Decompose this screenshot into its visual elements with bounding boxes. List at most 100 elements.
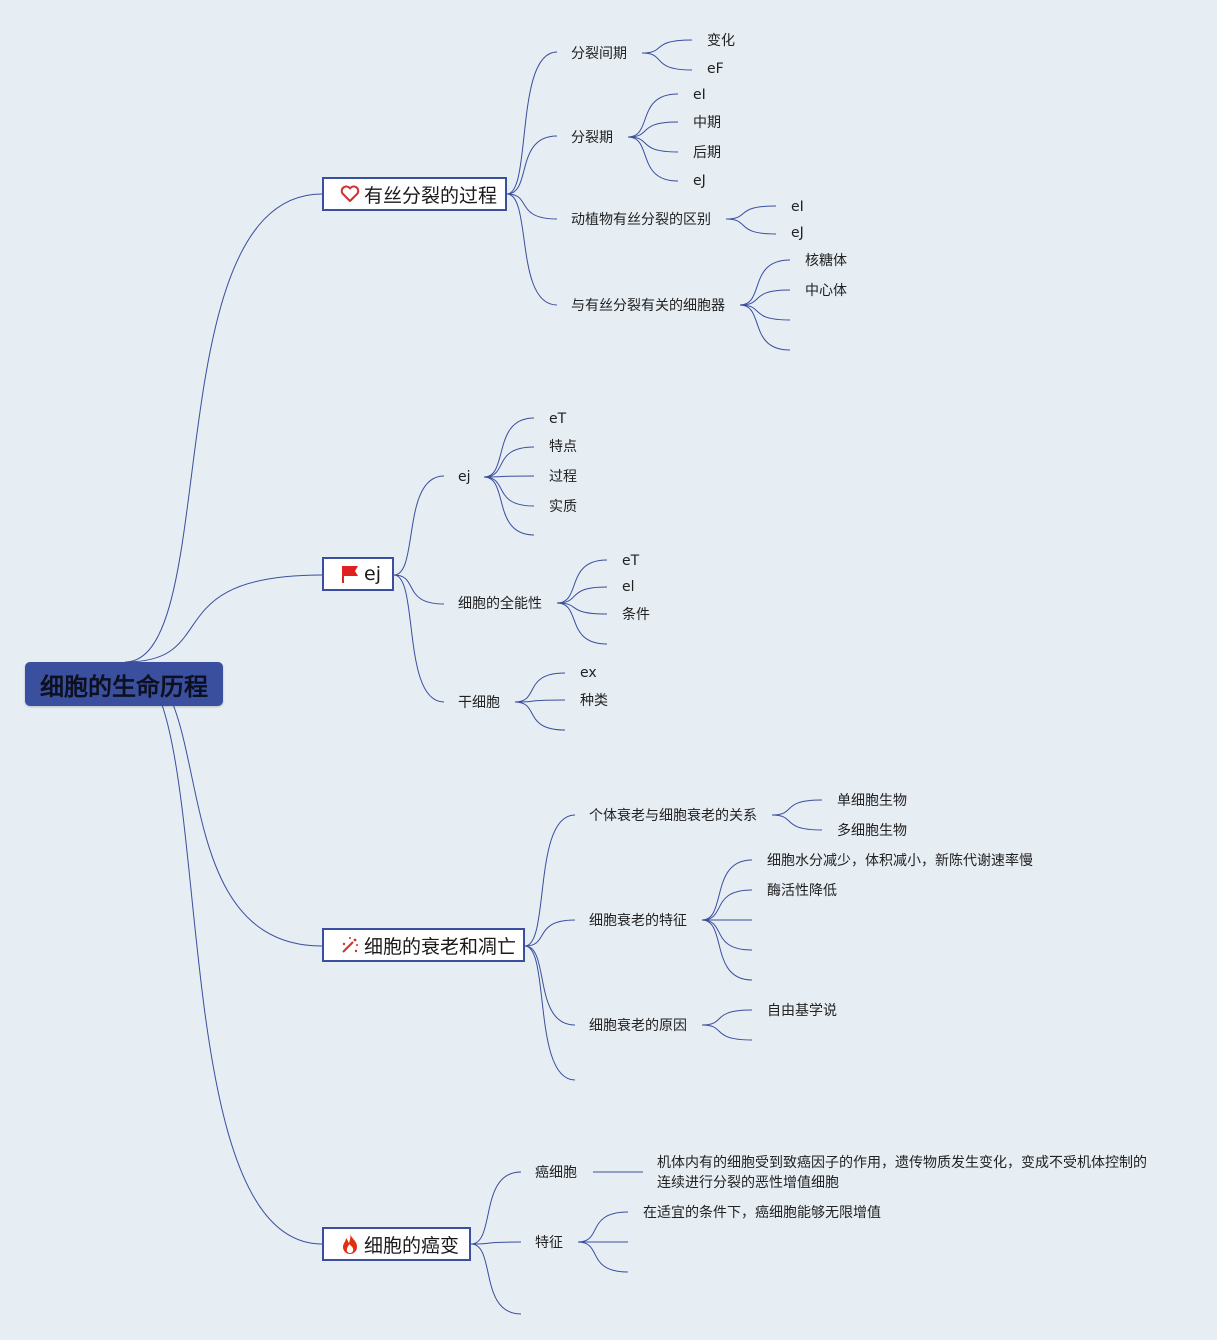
branch-aging[interactable]: 细胞的衰老和凋亡 [322, 928, 525, 962]
red-flag-icon [340, 563, 360, 585]
connector-line [124, 193, 323, 663]
connector-line [701, 919, 753, 951]
topic-plant-animal-difference[interactable]: 动植物有丝分裂的区别 [571, 212, 711, 228]
connector-line [627, 136, 679, 153]
subtopic[interactable]: 条件 [622, 607, 650, 623]
subtopic[interactable]: eI [791, 199, 804, 215]
connector-line [483, 446, 535, 478]
topic-aging-relation[interactable]: 个体衰老与细胞衰老的关系 [589, 808, 757, 824]
connector-line [470, 1171, 522, 1245]
subtopic[interactable]: 酶活性降低 [767, 883, 837, 899]
subtopic[interactable]: eJ [791, 225, 804, 241]
subtopic[interactable]: 单细胞生物 [837, 793, 907, 809]
branch-differentiation-label: ej [364, 563, 381, 585]
connector-line [514, 701, 566, 731]
connector-line [524, 945, 576, 1081]
connector-line [771, 814, 823, 831]
connector-line [725, 218, 777, 235]
topic-aging-features[interactable]: 细胞衰老的特征 [589, 913, 687, 929]
connector-line [506, 135, 558, 195]
connector-line [483, 475, 535, 478]
branch-cancer-label: 细胞的癌变 [364, 1234, 460, 1257]
connector-line [627, 93, 679, 138]
subtopic[interactable]: eI [693, 87, 706, 103]
subtopic[interactable]: 细胞水分减少，体积减小，新陈代谢速率慢 [767, 853, 1033, 869]
topic-division-phase[interactable]: 分裂期 [571, 130, 613, 146]
connector-line [470, 1241, 522, 1245]
connector-line [701, 1024, 753, 1041]
connector-line [514, 672, 566, 703]
connector-line [524, 814, 576, 947]
connector-line [124, 661, 323, 1245]
branch-differentiation[interactable]: ej [322, 557, 394, 591]
subtopic[interactable]: 种类 [580, 693, 608, 709]
subtopic[interactable]: 在适宜的条件下，癌细胞能够无限增值 [643, 1205, 881, 1221]
connector-line [641, 39, 693, 54]
connector-line [483, 476, 535, 536]
subtopic[interactable]: eF [707, 61, 724, 77]
root-topic[interactable]: 细胞的生命历程 [25, 662, 223, 706]
topic-totipotency[interactable]: 细胞的全能性 [458, 596, 542, 612]
connector-line [506, 193, 558, 306]
connector-line [627, 121, 679, 138]
subtopic[interactable]: 实质 [549, 499, 577, 515]
connector-line [701, 1009, 753, 1026]
connector-line [393, 574, 445, 605]
connector-line [701, 889, 753, 921]
connector-line [739, 304, 791, 321]
branch-mitosis-label: 有丝分裂的过程 [364, 184, 498, 207]
topic-ej[interactable]: ej [458, 469, 471, 485]
topic-cancer-cell[interactable]: 癌细胞 [535, 1165, 577, 1181]
root-topic-label: 细胞的生命历程 [40, 672, 208, 701]
subtopic[interactable]: 过程 [549, 469, 577, 485]
topic-aging-causes[interactable]: 细胞衰老的原因 [589, 1018, 687, 1034]
connector-line [577, 1241, 629, 1273]
connector-line [701, 859, 753, 921]
topic-interphase[interactable]: 分裂间期 [571, 46, 627, 62]
subtopic[interactable]: 特点 [549, 439, 577, 455]
connector-line [524, 945, 576, 1026]
subtopic[interactable]: 中心体 [805, 283, 847, 299]
subtopic[interactable]: 自由基学说 [767, 1003, 837, 1019]
branch-aging-label: 细胞的衰老和凋亡 [364, 935, 517, 958]
subtopic[interactable]: 中期 [693, 115, 721, 131]
connector-line [739, 304, 791, 351]
subtopic[interactable]: eT [622, 553, 640, 569]
connector-line [393, 475, 445, 576]
connector-line [627, 136, 679, 182]
connector-line [641, 52, 693, 71]
subtopic[interactable]: ex [580, 665, 597, 681]
connector-line [483, 476, 535, 507]
subtopic[interactable]: el [622, 579, 635, 595]
subtopic[interactable]: eT [549, 411, 567, 427]
connector-line [124, 574, 323, 663]
cancer-cell-definition[interactable]: 机体内有的细胞受到致癌因子的作用，遗传物质发生变化，变成不受机体控制的连续进行分… [657, 1155, 1147, 1191]
subtopic[interactable]: eJ [693, 173, 706, 189]
connector-line [470, 1243, 522, 1315]
connector-line [483, 417, 535, 478]
branch-cancer[interactable]: 细胞的癌变 [322, 1227, 471, 1261]
connector-line [524, 919, 576, 947]
connector-line [393, 574, 445, 703]
connector-line [771, 799, 823, 816]
subtopic[interactable]: 多细胞生物 [837, 823, 907, 839]
connector-line [577, 1211, 629, 1243]
subtopic[interactable]: 后期 [693, 145, 721, 161]
topic-organelles[interactable]: 与有丝分裂有关的细胞器 [571, 298, 725, 314]
heart-icon [340, 183, 360, 205]
connector-line [739, 289, 791, 306]
subtopic[interactable]: 核糖体 [805, 253, 847, 269]
connector-line [556, 602, 608, 615]
subtopic[interactable]: 变化 [707, 33, 735, 49]
fire-icon [340, 1233, 360, 1255]
connector-line [701, 919, 753, 981]
connector-line [725, 205, 777, 220]
connector-line [514, 699, 566, 703]
topic-cancer-features[interactable]: 特征 [535, 1235, 563, 1251]
connector-line [556, 602, 608, 645]
topic-stem-cell[interactable]: 干细胞 [458, 695, 500, 711]
branch-mitosis[interactable]: 有丝分裂的过程 [322, 177, 507, 211]
connector-line [506, 193, 558, 220]
